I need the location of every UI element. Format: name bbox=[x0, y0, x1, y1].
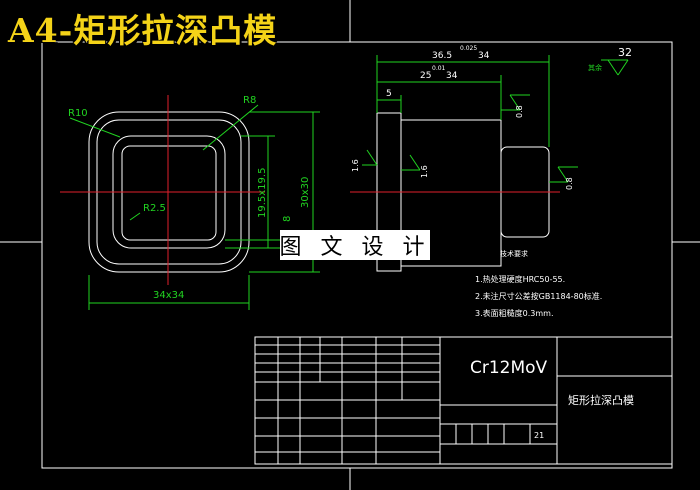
grid-lines-left bbox=[255, 337, 440, 464]
roughness-global: 32 bbox=[618, 46, 632, 59]
length-total-nominal: 34 bbox=[478, 51, 490, 61]
roughness-c: 1.6 bbox=[351, 159, 360, 172]
watermark: 图 文 设 计 bbox=[280, 230, 430, 260]
roughness-d: 1.6 bbox=[420, 165, 429, 178]
small-dimension-label: 8 bbox=[282, 216, 293, 222]
radius-inner-label: R8 bbox=[243, 95, 256, 106]
inner-border bbox=[41, 41, 673, 469]
note-1: 1.热处理硬度HRC50-55. bbox=[475, 274, 565, 284]
sheet-number: 21 bbox=[534, 431, 544, 440]
roughness-global-label: 其余 bbox=[588, 63, 602, 72]
length-total-base: 36.5 bbox=[432, 51, 452, 61]
step-length: 5 bbox=[386, 89, 392, 99]
note-3: 3.表面粗糙度0.3mm. bbox=[475, 308, 553, 318]
roughness-a: 0.8 bbox=[515, 105, 524, 118]
notes-heading: 技术要求 bbox=[500, 249, 528, 258]
radius-outer-label: R10 bbox=[68, 108, 88, 119]
note-2: 2.未注尺寸公差按GB1184-80标准. bbox=[475, 291, 602, 301]
side-dimension-lines bbox=[362, 55, 629, 183]
height-dimension-label: 30x30 bbox=[300, 177, 311, 208]
inner-dimension-label: 19.5x19.5 bbox=[257, 168, 268, 218]
side-view: 36.5 0.025 34 25 0.01 34 5 0.8 0.8 1.6 1… bbox=[350, 45, 632, 272]
length-mid-tolerance: 0.01 bbox=[432, 65, 446, 72]
width-dimension-label: 34x34 bbox=[153, 290, 184, 301]
page-title: A4-矩形拉深凸模 bbox=[8, 11, 278, 50]
length-mid-nominal: 34 bbox=[446, 71, 458, 81]
part-name-label: 矩形拉深凸模 bbox=[568, 393, 634, 407]
front-view: R10 R8 R2.5 34x34 19.5x19.5 30x30 8 bbox=[60, 95, 320, 310]
length-mid-base: 25 bbox=[420, 71, 431, 81]
inner-square-2 bbox=[121, 145, 217, 241]
roughness-b: 0.8 bbox=[565, 177, 574, 190]
technical-notes: 技术要求 1.热处理硬度HRC50-55. 2.未注尺寸公差按GB1184-80… bbox=[475, 249, 602, 318]
material-label: Cr12MoV bbox=[470, 358, 548, 378]
radius-small-label: R2.5 bbox=[143, 203, 166, 214]
title-block bbox=[254, 336, 673, 465]
length-total-tolerance: 0.025 bbox=[460, 45, 477, 52]
